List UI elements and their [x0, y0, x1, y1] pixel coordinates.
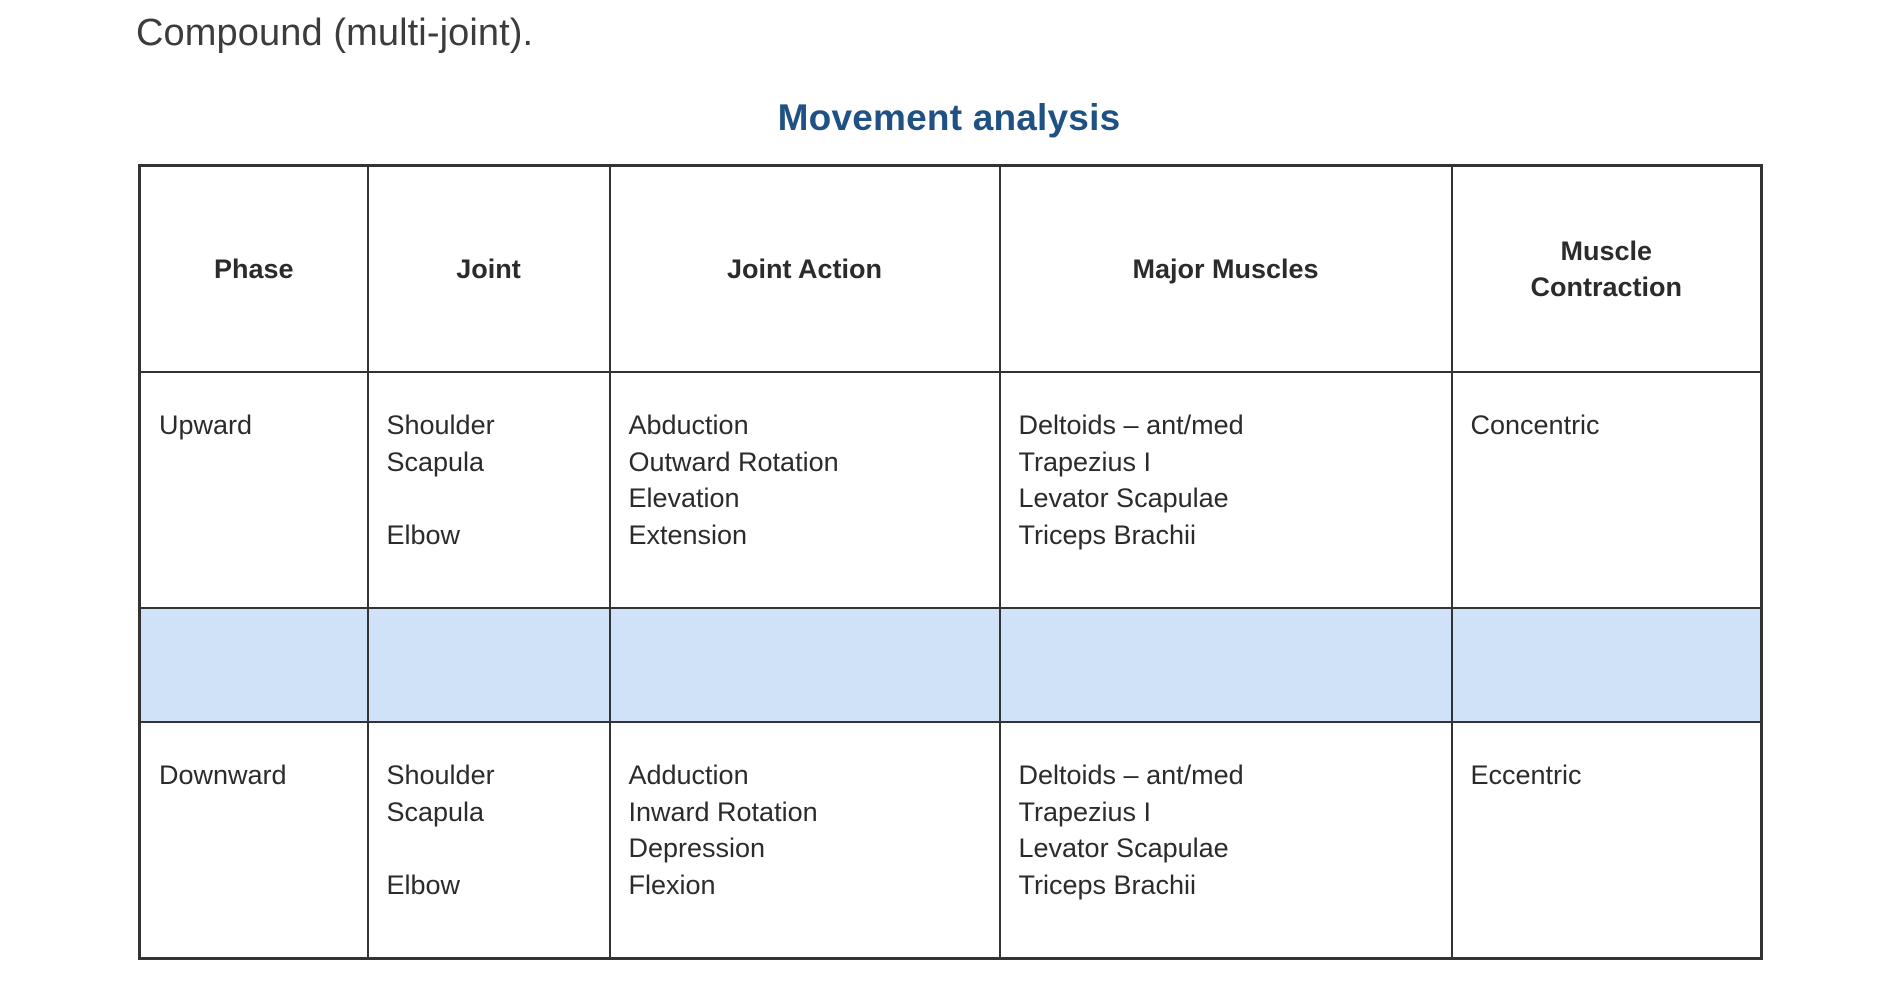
cell-joint: Shoulder Scapula Elbow — [366, 721, 611, 960]
joint-action-line: Inward Rotation — [628, 796, 818, 827]
cell-joint-text: Shoulder Scapula Elbow — [369, 723, 609, 903]
muscle-line: Trapezius I — [1018, 446, 1152, 477]
joint-line-spacer — [387, 480, 609, 517]
joint-line: Shoulder — [386, 410, 495, 440]
cell-phase-text: Upward — [159, 410, 253, 440]
joint-line: Elbow — [386, 519, 461, 550]
joint-line: Scapula — [386, 446, 485, 477]
muscle-line: Deltoids – ant/med — [1018, 760, 1244, 790]
joint-line: Elbow — [386, 869, 461, 900]
cell-joint-action-text: Abduction Outward Rotation Elevation Ext… — [611, 373, 999, 553]
cell-muscle-contraction-text: Concentric — [1470, 410, 1600, 440]
muscle-line: Deltoids – ant/med — [1018, 410, 1244, 440]
cell-joint-action: Abduction Outward Rotation Elevation Ext… — [608, 371, 1001, 609]
joint-line: Shoulder — [386, 760, 495, 790]
movement-analysis-table: Phase Joint Joint Action Major Muscles M… — [138, 164, 1763, 960]
joint-action-line: Depression — [628, 833, 766, 863]
table-row[interactable]: Downward Shoulder Scapula Elbow Adductio… — [138, 721, 1763, 960]
cell-muscle-contraction-text: Eccentric — [1470, 760, 1582, 790]
cell-major-muscles: Deltoids – ant/med Trapezius I Levator S… — [998, 371, 1453, 609]
muscle-line: Levator Scapulae — [1018, 833, 1229, 863]
cell-joint-action-text: Adduction Inward Rotation Depression Fle… — [611, 723, 999, 903]
cell-major-muscles-text — [1001, 609, 1451, 721]
table-row[interactable]: Upward Shoulder Scapula Elbow Abduction — [138, 371, 1763, 609]
column-header-joint-label: Joint — [456, 254, 521, 284]
cell-major-muscles-text: Deltoids – ant/med Trapezius I Levator S… — [1001, 373, 1451, 553]
cell-joint-text — [369, 609, 609, 721]
column-header-joint-action: Joint Action — [608, 164, 1001, 373]
muscle-line: Triceps Brachii — [1018, 869, 1197, 900]
joint-action-line: Extension — [628, 519, 748, 550]
column-header-muscle-contraction: Muscle Contraction — [1450, 164, 1763, 373]
cell-phase — [138, 607, 369, 723]
cell-muscle-contraction: Concentric — [1450, 371, 1763, 609]
joint-action-line: Outward Rotation — [628, 446, 839, 477]
cell-joint — [366, 607, 611, 723]
cell-phase: Upward — [138, 371, 369, 609]
table-header-row: Phase Joint Joint Action Major Muscles M… — [138, 164, 1763, 373]
movement-analysis-table-wrapper: Phase Joint Joint Action Major Muscles M… — [138, 164, 1763, 960]
column-header-joint-action-label: Joint Action — [727, 254, 882, 284]
joint-line: Scapula — [386, 796, 485, 827]
column-header-muscle-contraction-label: Muscle Contraction — [1453, 233, 1761, 305]
column-header-phase: Phase — [138, 164, 369, 373]
joint-action-line: Elevation — [628, 483, 740, 513]
joint-line-spacer — [387, 830, 609, 867]
muscle-line: Trapezius I — [1018, 796, 1152, 827]
column-header-phase-label: Phase — [213, 254, 294, 284]
cell-phase-text — [141, 609, 367, 721]
cell-muscle-contraction-text — [1453, 609, 1761, 721]
column-header-muscle-contraction-line2: Contraction — [1530, 272, 1683, 302]
cell-muscle-contraction: Eccentric — [1450, 721, 1763, 960]
column-header-major-muscles-label: Major Muscles — [1132, 254, 1319, 284]
joint-action-line: Abduction — [628, 410, 749, 440]
cell-major-muscles — [998, 607, 1453, 723]
table-row-highlighted[interactable] — [138, 607, 1763, 723]
cell-joint-action: Adduction Inward Rotation Depression Fle… — [608, 721, 1001, 960]
cell-phase: Downward — [138, 721, 369, 960]
cell-joint-text: Shoulder Scapula Elbow — [369, 373, 609, 553]
cell-joint: Shoulder Scapula Elbow — [366, 371, 611, 609]
cell-major-muscles: Deltoids – ant/med Trapezius I Levator S… — [998, 721, 1453, 960]
cell-phase-text: Downward — [159, 760, 287, 790]
joint-action-line: Adduction — [628, 760, 749, 790]
lead-paragraph: Compound (multi-joint). — [136, 12, 534, 54]
cell-joint-action — [608, 607, 1001, 723]
column-header-major-muscles: Major Muscles — [998, 164, 1453, 373]
cell-joint-action-text — [611, 609, 999, 721]
cell-major-muscles-text: Deltoids – ant/med Trapezius I Levator S… — [1001, 723, 1451, 903]
joint-action-line: Flexion — [628, 869, 716, 900]
column-header-joint: Joint — [366, 164, 611, 373]
page-title: Movement analysis — [777, 97, 1121, 138]
muscle-line: Triceps Brachii — [1018, 519, 1197, 550]
column-header-muscle-contraction-line1: Muscle — [1560, 236, 1653, 266]
cell-muscle-contraction — [1450, 607, 1763, 723]
muscle-line: Levator Scapulae — [1018, 483, 1229, 513]
